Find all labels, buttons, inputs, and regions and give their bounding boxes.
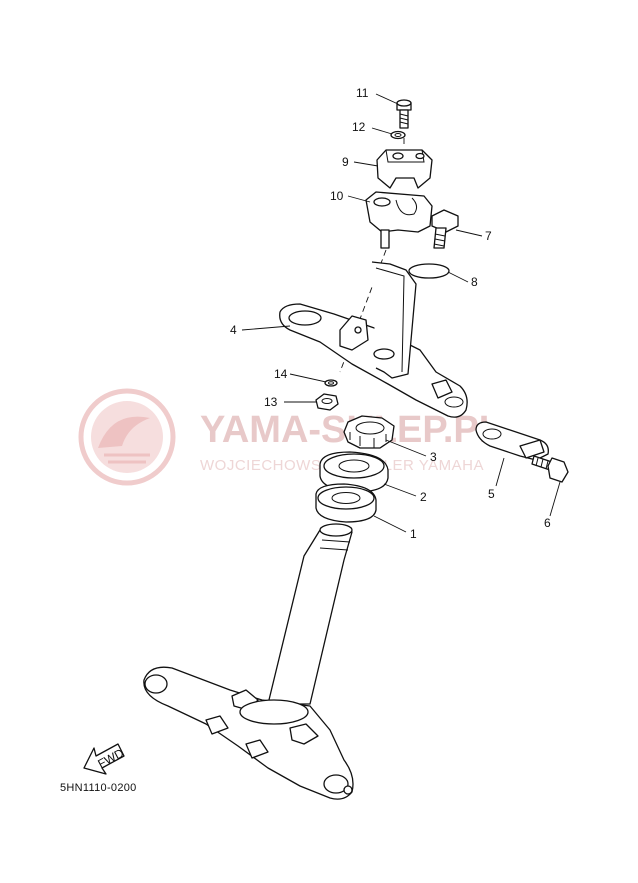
callout-1: 1 [410, 527, 417, 541]
callout-11: 11 [356, 86, 369, 100]
callout-4: 4 [230, 323, 237, 337]
callout-14: 14 [274, 367, 288, 381]
callout-12: 12 [352, 120, 366, 134]
part-14-washer [324, 379, 338, 387]
part-3-ring-nut [343, 415, 395, 449]
callout-2: 2 [420, 490, 427, 504]
diagram-code: 5HN1110-0200 [60, 782, 137, 794]
callout-9: 9 [342, 155, 349, 169]
callout-labels: 11 12 9 10 7 8 4 14 13 3 2 1 5 6 [230, 86, 551, 541]
part-12-washer [390, 130, 406, 140]
leader-lines [241, 93, 561, 533]
callout-5: 5 [488, 487, 495, 501]
part-9-upper-holder [376, 149, 433, 189]
callout-3: 3 [430, 450, 437, 464]
part-8-damper [408, 263, 450, 279]
fwd-arrow-icon: FWD [83, 743, 126, 775]
part-4-upper-bracket [279, 261, 468, 418]
callout-13: 13 [264, 395, 278, 409]
part-13-nut [315, 393, 339, 411]
steering-stem-lower-bracket [143, 523, 354, 800]
watermark: YAMA-SKLEP.PL WOJCIECHOWSKI - DEALER YAM… [78, 388, 502, 486]
part-2-bearing [319, 451, 389, 493]
callout-8: 8 [471, 275, 478, 289]
part-10-lower-holder [365, 191, 433, 249]
part-6-bolt [531, 455, 569, 483]
part-5-bracket [475, 421, 549, 461]
callout-6: 6 [544, 516, 551, 530]
watermark-logo [78, 388, 176, 486]
callout-10: 10 [330, 189, 344, 203]
callout-7: 7 [485, 229, 492, 243]
part-1-lower-bearing [315, 483, 377, 523]
part-11-bolt [396, 99, 412, 129]
part-7-bolt [431, 209, 459, 249]
fwd-label: FWD [95, 746, 126, 771]
